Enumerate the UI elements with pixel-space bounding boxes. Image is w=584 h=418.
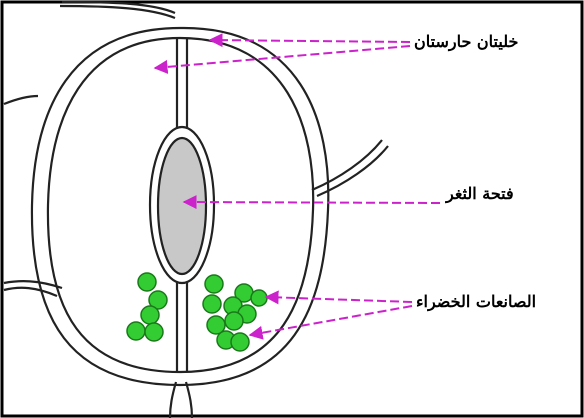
chloroplast (127, 322, 145, 340)
label-guard-cells: خليتان حارستان (414, 34, 518, 50)
chloroplast (145, 323, 163, 341)
chloroplast (141, 306, 159, 324)
arrow-chloroplast-lower (250, 306, 412, 335)
chloroplast (203, 295, 221, 313)
chloroplast (205, 275, 223, 293)
chloroplast (138, 273, 156, 291)
label-stoma-opening: فتحة الثغر (446, 186, 514, 202)
chloroplast (231, 333, 249, 351)
arrow-guard-cell-left (155, 46, 410, 68)
arrow-stoma-opening (184, 202, 440, 203)
arrow-chloroplast-upper (266, 297, 412, 302)
chloroplast (225, 312, 243, 330)
label-chloroplasts: الصانعات الخضراء (416, 294, 536, 310)
chloroplast-group (127, 273, 267, 351)
stoma-opening (158, 138, 206, 274)
chloroplast (251, 290, 267, 306)
arrow-guard-cell-right (210, 40, 410, 42)
